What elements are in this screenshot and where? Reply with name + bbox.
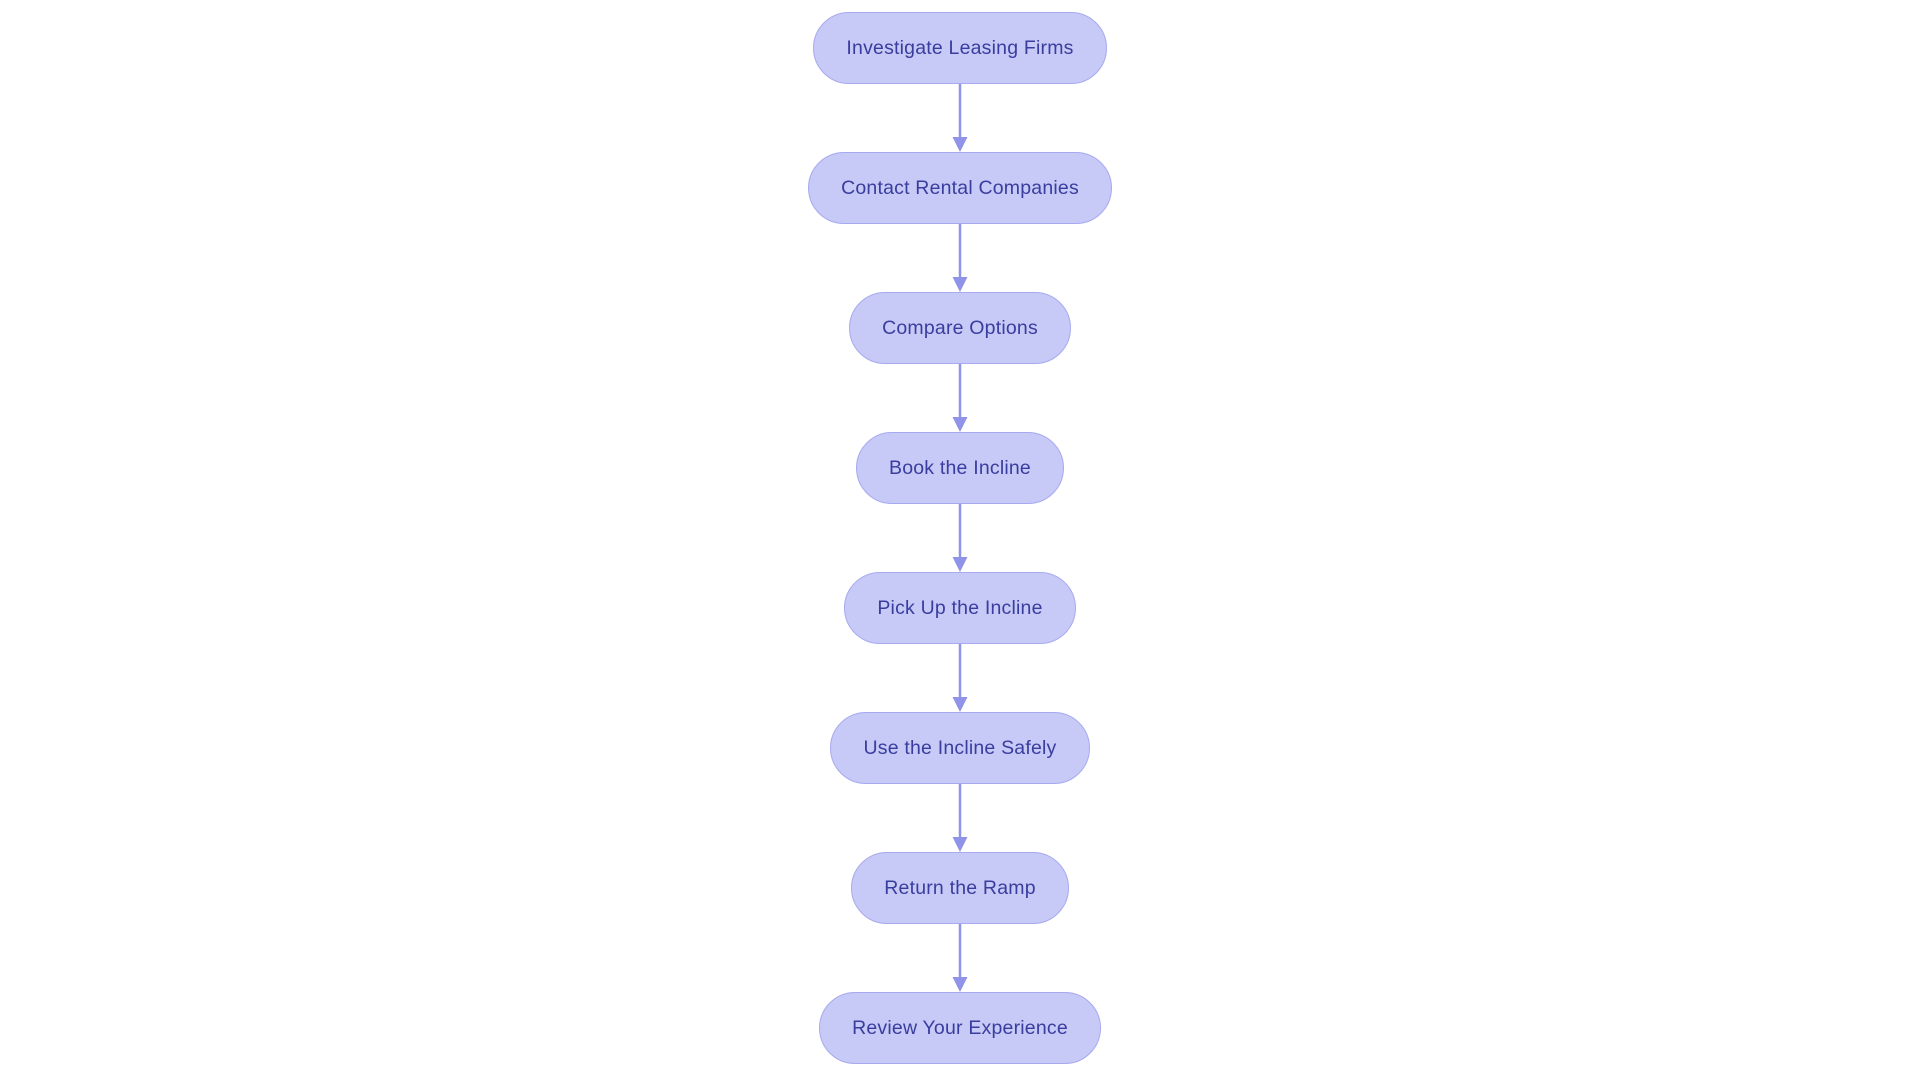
flow-node: Compare Options <box>849 292 1071 364</box>
flow-node-label: Return the Ramp <box>884 876 1036 899</box>
arrow-down-icon <box>952 364 968 432</box>
arrow-down-icon <box>952 504 968 572</box>
flow-arrow <box>948 924 972 992</box>
flow-arrow <box>948 84 972 152</box>
flow-node-label: Compare Options <box>882 316 1038 339</box>
flow-node-label: Pick Up the Incline <box>877 596 1043 619</box>
flow-node: Investigate Leasing Firms <box>813 12 1107 84</box>
flow-node: Contact Rental Companies <box>808 152 1112 224</box>
arrow-down-icon <box>952 224 968 292</box>
flow-node: Return the Ramp <box>851 852 1069 924</box>
flow-arrow <box>948 224 972 292</box>
flow-arrow <box>948 644 972 712</box>
flow-node: Use the Incline Safely <box>830 712 1090 784</box>
flow-node-label: Investigate Leasing Firms <box>846 36 1074 59</box>
flow-node-label: Use the Incline Safely <box>863 736 1057 759</box>
flow-arrow <box>948 364 972 432</box>
flow-node: Pick Up the Incline <box>844 572 1076 644</box>
arrow-down-icon <box>952 784 968 852</box>
arrow-down-icon <box>952 924 968 992</box>
flow-node-label: Contact Rental Companies <box>841 176 1079 199</box>
flow-node: Book the Incline <box>856 432 1064 504</box>
arrow-down-icon <box>952 84 968 152</box>
flow-arrow <box>948 504 972 572</box>
flow-arrow <box>948 784 972 852</box>
flow-node-label: Review Your Experience <box>852 1016 1068 1039</box>
flow-node: Review Your Experience <box>819 992 1101 1064</box>
arrow-down-icon <box>952 644 968 712</box>
flow-node-label: Book the Incline <box>889 456 1031 479</box>
